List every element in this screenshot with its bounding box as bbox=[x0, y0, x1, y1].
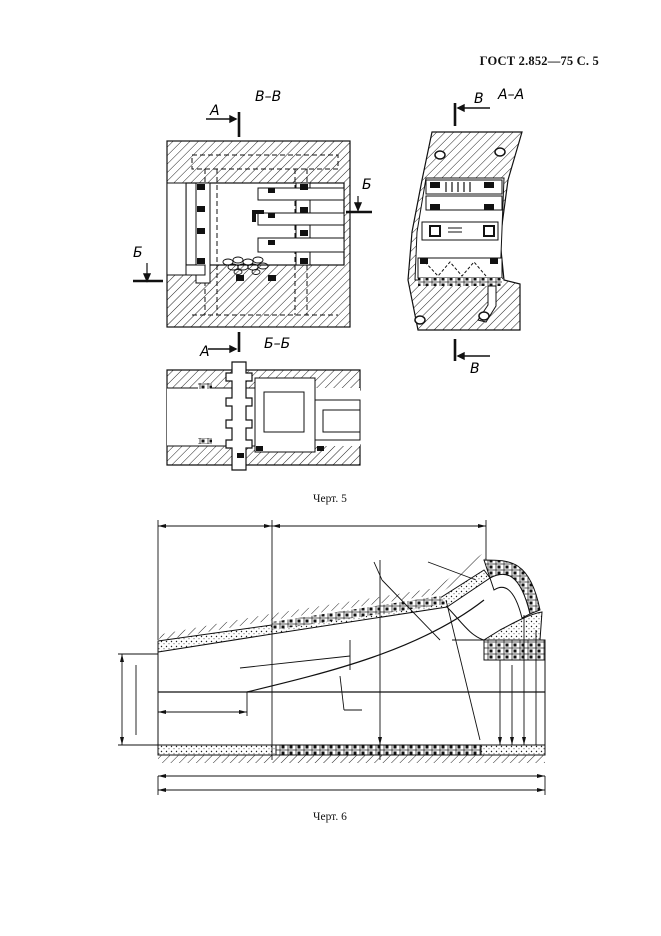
figure5-cut-marks-bb bbox=[208, 344, 238, 354]
figure5-section-vv bbox=[166, 140, 351, 328]
figure5-section-aa bbox=[407, 131, 523, 331]
page-header-standard: ГОСТ 2.852—75 С. 5 bbox=[479, 54, 599, 68]
label-section-vv: В–В bbox=[255, 89, 281, 105]
figure5-cut-marks-aa bbox=[453, 103, 490, 361]
label-arrow-v-bottom: В bbox=[470, 361, 480, 377]
figure5-cut-marks-vv bbox=[133, 112, 372, 352]
label-arrow-b-left: Б bbox=[133, 245, 143, 261]
label-arrow-a-bottom: А bbox=[199, 344, 210, 360]
figure5-caption: Черт. 5 bbox=[313, 493, 347, 505]
label-section-bb: Б–Б bbox=[264, 336, 290, 352]
label-arrow-v-top: В bbox=[474, 91, 484, 107]
figure6-caption: Черт. 6 bbox=[313, 811, 347, 823]
label-arrow-b-right: Б bbox=[362, 177, 372, 193]
figure5-section-bb bbox=[166, 361, 361, 471]
label-arrow-a-top: А bbox=[209, 103, 220, 119]
figure6-drawing bbox=[118, 520, 546, 795]
label-section-aa: А–А bbox=[497, 87, 524, 103]
